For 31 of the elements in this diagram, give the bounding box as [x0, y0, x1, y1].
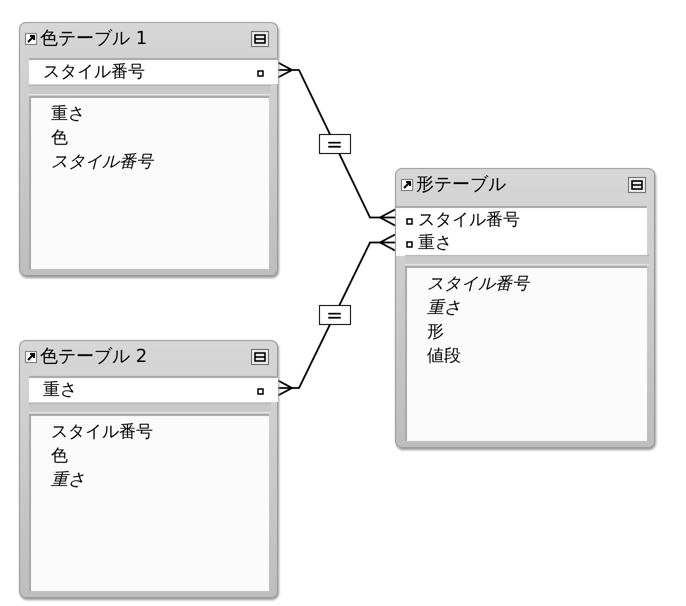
edge-label: = [318, 305, 350, 326]
field-name: スタイル番号 [51, 421, 153, 444]
field-name: 色 [51, 445, 68, 468]
field-name: 形 [427, 321, 444, 344]
field-list [29, 96, 269, 269]
field-list [405, 266, 647, 441]
field-name: 重さ [418, 232, 452, 254]
relationship-line [276, 234, 396, 397]
key-field-row [29, 58, 278, 84]
field-name: スタイル番号 [427, 273, 529, 296]
field-name: 重さ [51, 103, 85, 126]
field-name: 重さ [43, 379, 77, 401]
field-name: 重さ [427, 297, 461, 320]
table-title: 色テーブル 1 [40, 28, 148, 50]
key-field-row [396, 206, 647, 231]
table-title: 形テーブル [416, 174, 506, 196]
relationship-line [276, 61, 396, 226]
table-box [19, 22, 278, 276]
field-name: 色 [51, 127, 68, 150]
edge-label: = [318, 134, 350, 154]
table-box [19, 340, 278, 598]
table-box [395, 168, 655, 448]
field-list [29, 414, 269, 591]
field-name: 重さ [51, 469, 85, 492]
field-name: 値段 [427, 345, 461, 368]
key-field-row [396, 231, 647, 256]
field-name: スタイル番号 [418, 209, 520, 231]
field-name: スタイル番号 [43, 61, 145, 83]
table-title: 色テーブル 2 [40, 346, 148, 368]
field-name: スタイル番号 [51, 151, 153, 174]
key-field-row [29, 376, 278, 402]
